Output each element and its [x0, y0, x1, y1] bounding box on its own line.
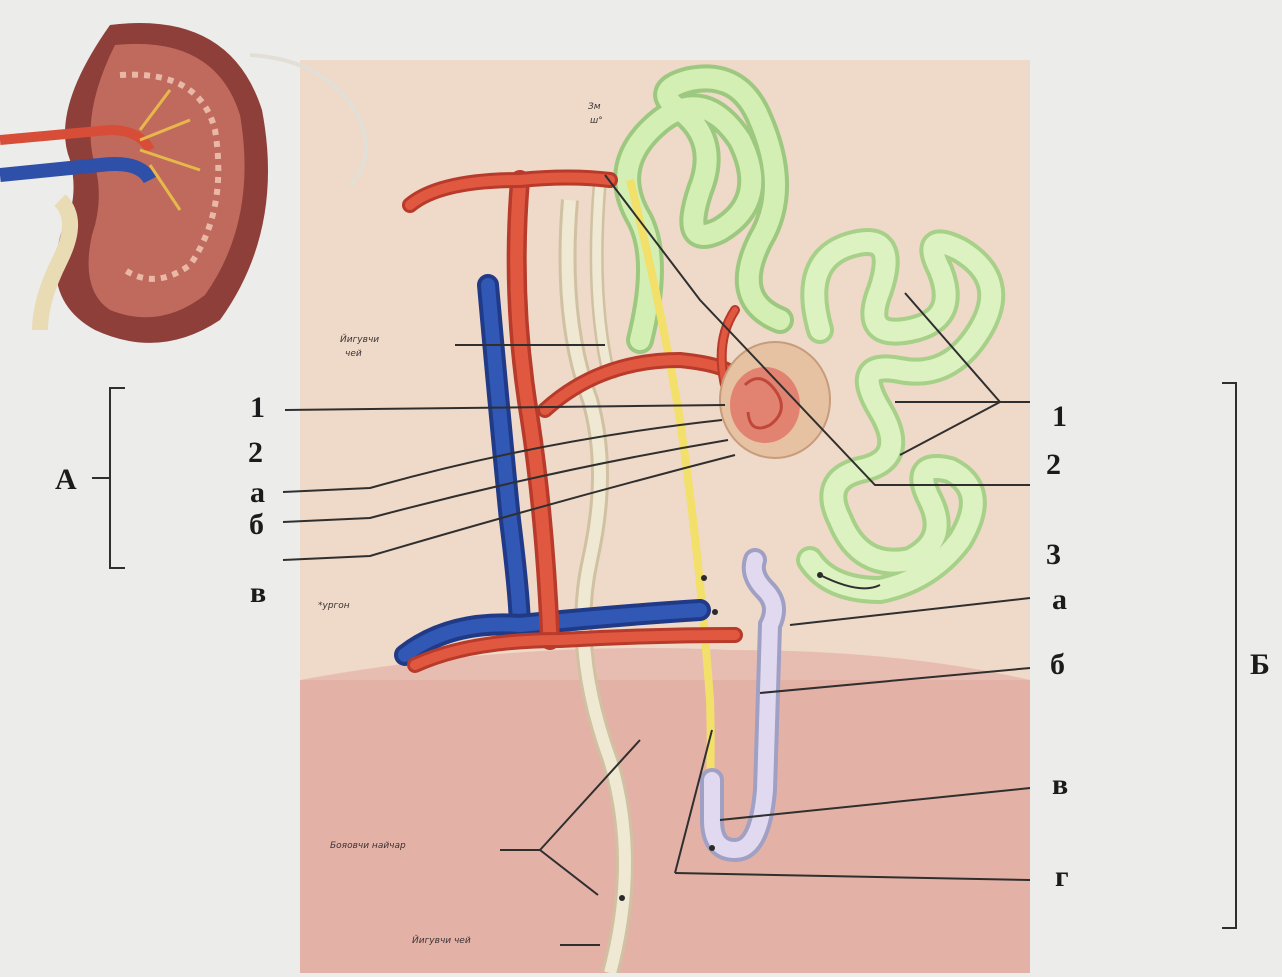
group-a-bracket: [92, 388, 125, 568]
small-text-6: Бояовчи найчар: [330, 842, 406, 852]
right-label-a: а: [1052, 585, 1067, 615]
left-label-a: а: [250, 478, 265, 508]
right-label-b: б: [1050, 650, 1065, 680]
small-text-5: *ургон: [318, 602, 350, 612]
right-label-v: в: [1052, 770, 1068, 800]
left-label-1: 1: [250, 393, 265, 423]
left-label-v: в: [250, 578, 266, 608]
small-text-2: ш°: [590, 117, 603, 127]
right-label-g: г: [1055, 862, 1069, 892]
left-label-b: б: [249, 510, 264, 540]
right-label-1: 1: [1052, 402, 1067, 432]
group-b-bracket: [1222, 383, 1236, 928]
right-label-2: 2: [1046, 450, 1061, 480]
small-text-7: Йигувчи чей: [412, 937, 471, 947]
left-label-2: 2: [248, 438, 263, 468]
small-text-1: Зм: [588, 103, 601, 113]
small-text-3: Йигувчи: [340, 336, 379, 346]
small-text-4: чей: [345, 350, 362, 360]
group-a-label: А: [55, 465, 77, 495]
group-b-label: Б: [1250, 650, 1270, 680]
renal-corpuscle: [720, 342, 830, 458]
panel-lower: [300, 648, 1030, 973]
right-label-3: 3: [1046, 540, 1061, 570]
